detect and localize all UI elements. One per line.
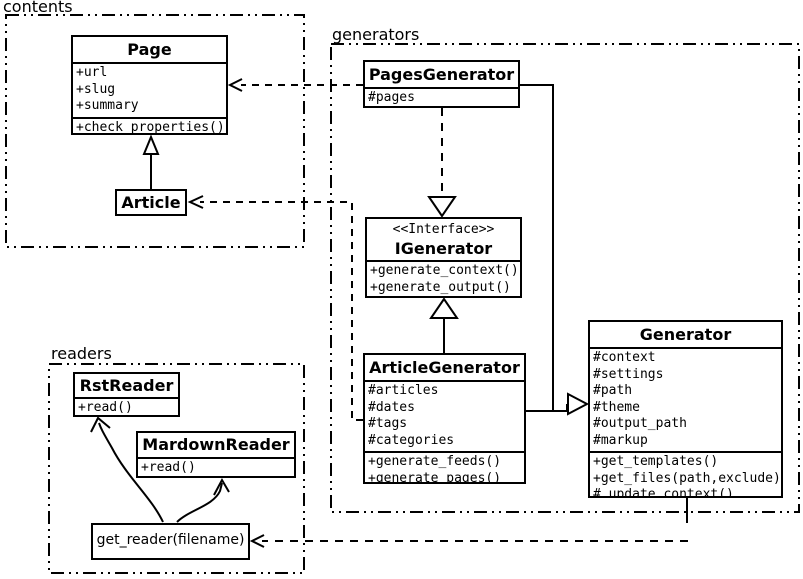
edge-articlegenerator-article	[200, 201, 363, 421]
attribute: #theme	[593, 399, 640, 415]
method: +get_files(path,exclude)	[593, 470, 781, 486]
class-mardownreader-methods: +read()	[138, 457, 294, 476]
class-igenerator: <<Interface>> IGenerator +generate_conte…	[365, 217, 522, 298]
method: #_update_context()	[593, 487, 734, 498]
attribute: #context	[593, 350, 656, 365]
method: +generate_feeds()	[368, 454, 502, 469]
method: +read()	[78, 400, 133, 415]
method: +generate_output()	[370, 279, 511, 295]
attribute: #path	[593, 383, 633, 398]
class-articlegenerator: ArticleGenerator #articles #dates #tags …	[363, 353, 526, 484]
class-articlegenerator-attributes: #articles #dates #tags #categories	[365, 380, 524, 451]
class-pagesgenerator-title: PagesGenerator	[368, 65, 515, 84]
function-getreader-label: get_reader(filename)	[96, 532, 245, 548]
class-page: Page +url +slug +summary +check_properti…	[71, 35, 228, 135]
class-page-methods: +check_properties()	[73, 116, 226, 135]
inheritance-triangle-igenerator-bottom	[429, 297, 459, 319]
class-generator-methods: +get_templates() +get_files(path,exclude…	[590, 451, 781, 498]
class-generator: Generator #context #settings #path #them…	[588, 320, 783, 498]
class-rstreader-title: RstReader	[79, 376, 174, 395]
class-article-title: Article	[121, 193, 181, 212]
attribute: #markup	[593, 432, 648, 448]
class-rstreader: RstReader +read()	[73, 372, 180, 417]
attribute: #dates	[368, 399, 415, 415]
edge-getreader-mardownreader	[176, 482, 223, 523]
package-label-generators: generators	[332, 25, 420, 44]
attribute: #categories	[368, 432, 455, 448]
class-igenerator-title: <<Interface>> IGenerator	[367, 219, 520, 260]
open-arrow-getreader	[249, 534, 265, 548]
class-generator-title: Generator	[639, 325, 732, 344]
method: +check_properties()	[76, 119, 225, 135]
edge-pagesgenerator-generator	[520, 84, 554, 411]
class-igenerator-stereotype: <<Interface>>	[392, 222, 495, 237]
attribute: +url	[76, 65, 108, 80]
attribute: #tags	[368, 416, 408, 431]
function-getreader: get_reader(filename)	[91, 523, 250, 560]
open-arrow-mardownreader	[213, 477, 230, 496]
class-articlegenerator-methods: +generate_feeds() +generate_pages()	[365, 451, 524, 484]
attribute: +summary	[76, 98, 139, 113]
class-articlegenerator-title: ArticleGenerator	[369, 358, 520, 377]
class-article: Article	[115, 189, 187, 216]
package-label-contents: contents	[3, 0, 73, 16]
inheritance-triangle-generator	[567, 392, 590, 416]
package-border-generators	[330, 43, 800, 513]
attribute: #output_path	[593, 416, 687, 431]
class-mardownreader-title: MardownReader	[142, 435, 290, 454]
package-label-readers: readers	[51, 344, 112, 363]
class-generator-attributes: #context #settings #path #theme #output_…	[590, 347, 781, 451]
class-pagesgenerator-attributes: #pages	[365, 87, 518, 106]
open-arrow-page	[227, 78, 243, 92]
attribute: +slug	[76, 81, 116, 97]
attribute: #settings	[593, 366, 664, 382]
class-pagesgenerator: PagesGenerator #pages	[363, 60, 520, 108]
class-igenerator-methods: +generate_context() +generate_output()	[367, 260, 520, 296]
class-mardownreader: MardownReader +read()	[136, 431, 296, 478]
method: +get_templates()	[593, 454, 719, 469]
attribute: #pages	[368, 90, 415, 105]
edge-getreader-rstreader	[98, 422, 164, 523]
method: +generate_pages()	[368, 470, 502, 484]
class-page-title: Page	[127, 40, 172, 59]
open-arrow-rstreader	[90, 416, 111, 433]
open-arrow-article	[187, 195, 204, 209]
method: +read()	[141, 460, 196, 475]
class-page-attributes: +url +slug +summary	[73, 62, 226, 117]
method: +generate_context()	[370, 263, 519, 278]
inheritance-triangle-page	[142, 134, 160, 155]
package-border-contents	[5, 14, 305, 248]
attribute: #articles	[368, 383, 439, 398]
class-igenerator-name: IGenerator	[394, 239, 493, 258]
realization-triangle-igenerator-top	[427, 196, 457, 218]
edge-articlegenerator-generator	[526, 404, 568, 412]
package-border-readers	[48, 363, 305, 574]
class-rstreader-methods: +read()	[75, 397, 178, 415]
